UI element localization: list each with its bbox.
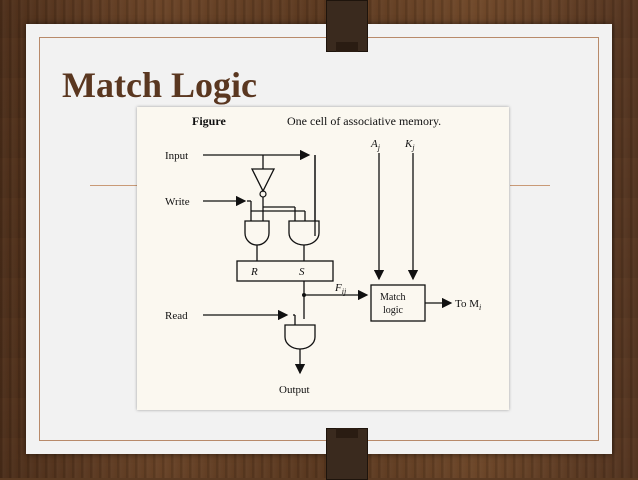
rs-flip-flop xyxy=(236,260,334,282)
read-label: Read xyxy=(165,310,188,322)
top-clip-decoration xyxy=(326,0,368,52)
associative-memory-figure: Figure One cell of associative memory. A… xyxy=(137,107,509,410)
slide: Match Logic Figure One cell of associati… xyxy=(26,0,612,480)
and-gate-s xyxy=(288,220,320,246)
match-logic-line2: logic xyxy=(383,305,404,316)
s-label: S xyxy=(299,266,305,278)
figure-caption-label: Figure xyxy=(192,114,226,128)
slide-title: Match Logic xyxy=(62,65,257,105)
to-mi-label: To Mi xyxy=(455,298,481,312)
slide-frame xyxy=(39,37,599,441)
and-gate-r xyxy=(244,220,270,246)
figure-caption-text: One cell of associative memory. xyxy=(287,114,441,128)
inverter-gate xyxy=(250,168,276,193)
and-gate-output xyxy=(284,324,316,350)
title-rule-right xyxy=(510,185,550,186)
circuit-diagram: Figure One cell of associative memory. A… xyxy=(165,114,481,396)
bottom-clip-decoration xyxy=(326,428,368,480)
fij-label: Fij xyxy=(334,282,347,296)
input-label: Input xyxy=(165,150,188,162)
r-label: R xyxy=(250,266,258,278)
kj-label: Kj xyxy=(404,138,415,152)
output-label: Output xyxy=(279,384,310,396)
match-logic-line1: Match xyxy=(380,292,406,303)
aj-label: Aj xyxy=(370,138,381,152)
title-rule-left xyxy=(90,185,138,186)
write-label: Write xyxy=(165,196,190,208)
